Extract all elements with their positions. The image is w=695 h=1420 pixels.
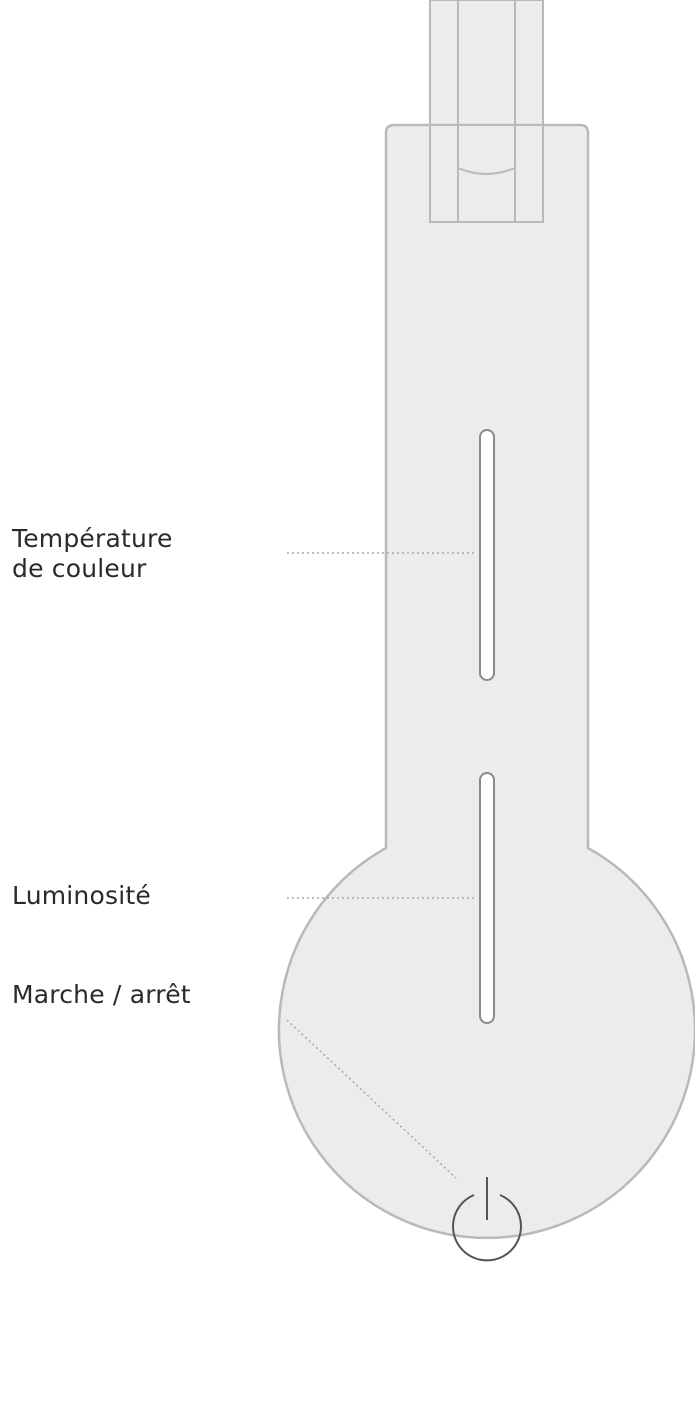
color-temperature-label: Température de couleur [12, 524, 173, 584]
brightness-slider[interactable] [479, 772, 495, 1024]
color-temperature-slider[interactable] [479, 429, 495, 681]
power-icon[interactable] [452, 1177, 522, 1262]
brightness-label: Luminosité [12, 881, 151, 911]
color-temperature-label-line2: de couleur [12, 554, 147, 583]
power-leader [286, 1019, 457, 1179]
power-label-text: Marche / arrêt [12, 980, 191, 1009]
arm-socket [429, 124, 544, 223]
brightness-label-text: Luminosité [12, 881, 151, 910]
color-temperature-label-line1: Température [12, 524, 173, 553]
lamp-body [277, 123, 695, 1240]
power-label: Marche / arrêt [12, 980, 191, 1010]
